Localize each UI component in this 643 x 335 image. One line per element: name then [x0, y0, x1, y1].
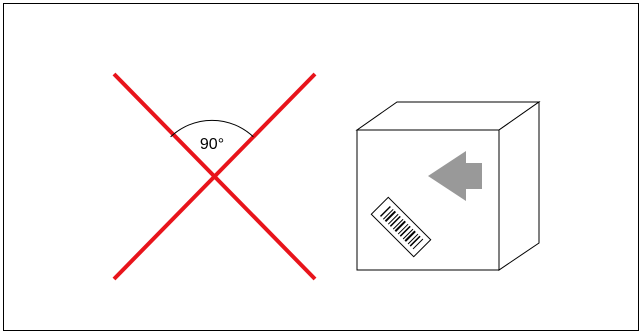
crossed-x-mark: 90°	[114, 74, 315, 279]
shipping-box	[357, 102, 539, 270]
box-front-face	[357, 130, 499, 270]
angle-arc	[171, 120, 254, 137]
angle-label: 90°	[200, 136, 224, 153]
box-side-face	[499, 102, 539, 270]
